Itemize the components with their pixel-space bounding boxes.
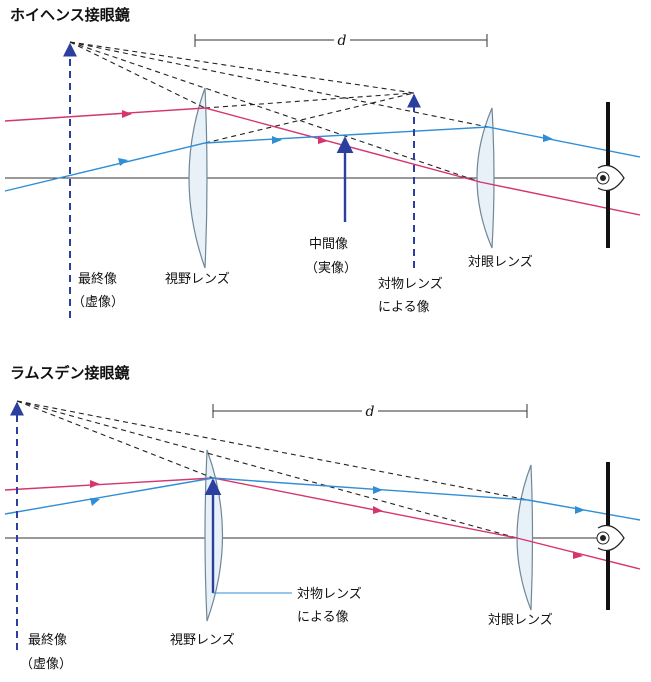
huygens-field-lens <box>188 87 208 269</box>
huygens-blue-ray <box>4 126 641 192</box>
ramsden-eye-lens-label: 対眼レンズ <box>488 612 553 628</box>
huygens-distance-label: d <box>338 33 347 49</box>
huygens-title: ホイヘンス接眼鏡 <box>10 6 130 24</box>
huygens-eye-lens <box>476 107 495 249</box>
huygens-intermediate-image-label-1: 中間像 <box>309 237 348 252</box>
ramsden-eye-lens <box>516 464 534 611</box>
ramsden-field-lens-label: 視野レンズ <box>170 632 235 648</box>
ramsden-distance-dimension: d <box>212 402 528 420</box>
huygens-field-lens-label: 視野レンズ <box>165 271 230 287</box>
huygens-eye-icon <box>596 165 625 191</box>
huygens-intermediate-image-label-2: （実像） <box>305 260 357 276</box>
huygens-construction-lines <box>69 41 489 183</box>
ramsden-title: ラムスデン接眼鏡 <box>10 364 130 382</box>
ramsden-final-image-label-1: 最終像 <box>28 632 67 648</box>
huygens-objective-image-label-2: による像 <box>378 300 430 315</box>
ramsden-final-image-label-2: （虚像） <box>20 657 72 672</box>
ramsden-ray-arrowheads <box>90 480 585 559</box>
huygens-objective-image-label-1: 対物レンズ <box>378 276 443 292</box>
huygens-red-ray <box>4 107 641 216</box>
ramsden-objective-image-label-1: 対物レンズ <box>297 586 362 602</box>
ramsden-panel: ラムスデン接眼鏡 d <box>4 364 641 672</box>
ramsden-distance-label: d <box>366 404 375 420</box>
ramsden-red-ray <box>4 477 641 570</box>
ramsden-construction-lines <box>16 400 529 539</box>
huygens-panel: ホイヘンス接眼鏡 d <box>4 6 641 318</box>
huygens-ray-arrowheads <box>118 110 553 166</box>
huygens-distance-dimension: d <box>194 31 488 49</box>
huygens-final-image-label-1: 最終像 <box>78 271 117 287</box>
huygens-final-image-label-2: （虚像） <box>72 295 124 310</box>
huygens-eye-lens-label: 対眼レンズ <box>468 254 533 270</box>
ramsden-objective-image-label-2: による像 <box>297 610 349 625</box>
ramsden-eye-icon <box>596 525 625 551</box>
